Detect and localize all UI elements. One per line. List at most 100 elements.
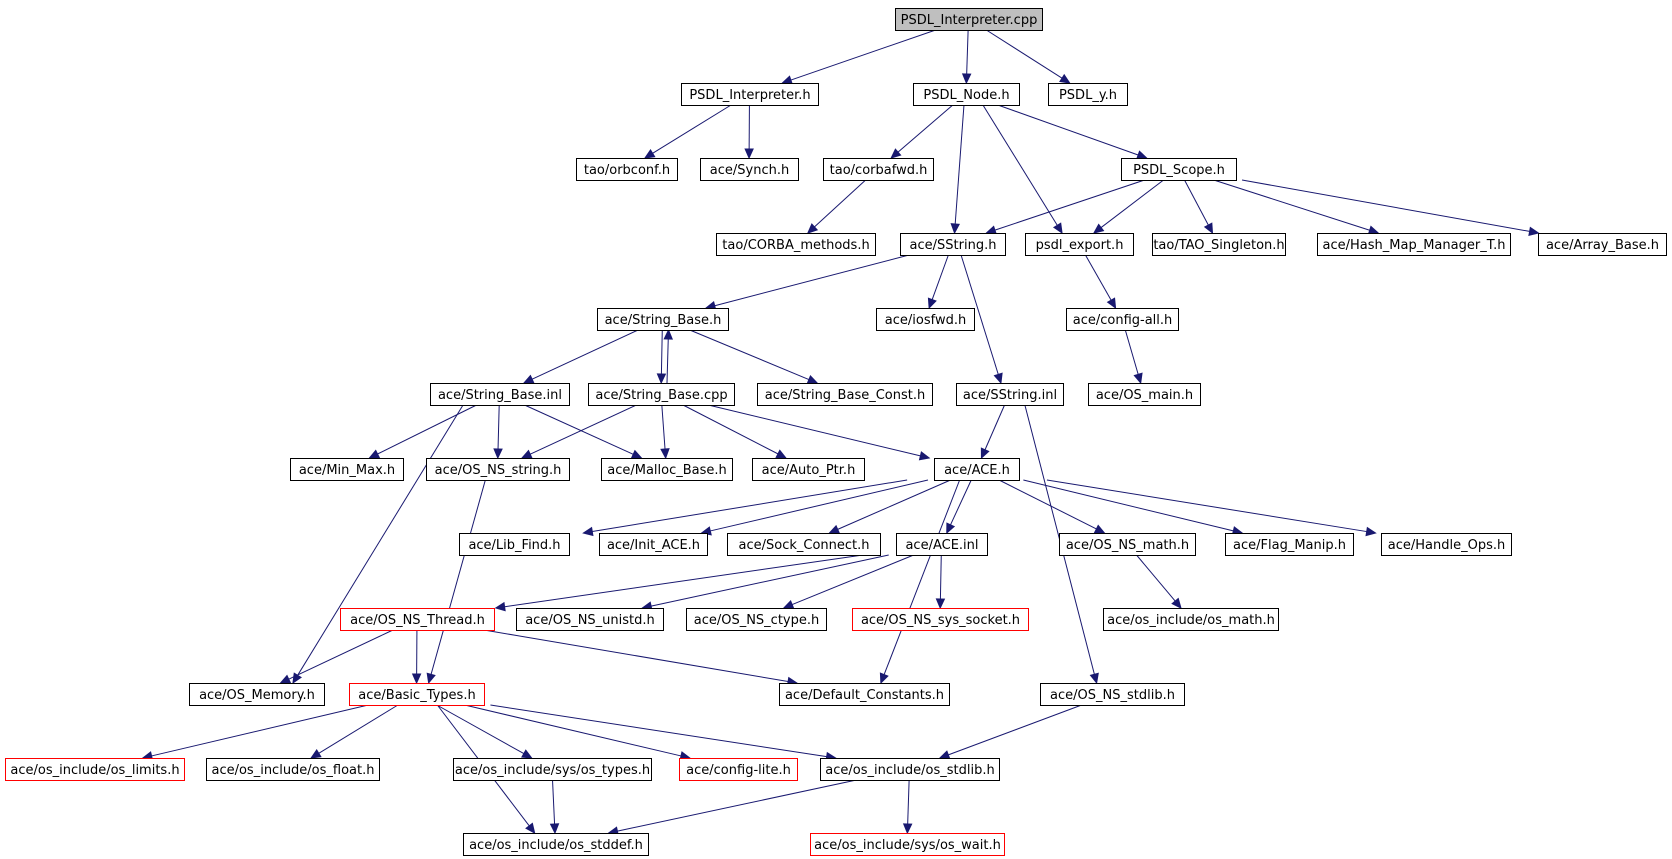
node-ace-os-ns-sys-socket-h[interactable]: ace/OS_NS_sys_socket.h [852, 608, 1029, 631]
node-box[interactable] [716, 233, 876, 256]
node-psdl-interpreter-cpp[interactable]: PSDL_Interpreter.cpp [895, 8, 1043, 31]
node-box[interactable] [1066, 308, 1179, 331]
node-box[interactable] [1538, 233, 1667, 256]
node-ace-os-ns-thread-h[interactable]: ace/OS_NS_Thread.h [340, 608, 495, 631]
node-box[interactable] [290, 458, 404, 481]
node-box[interactable] [810, 833, 1005, 856]
node-ace-string-base-h[interactable]: ace/String_Base.h [597, 308, 729, 331]
node-ace-config-lite-h[interactable]: ace/config-lite.h [679, 758, 798, 781]
node-box[interactable] [779, 683, 950, 706]
node-box[interactable] [757, 383, 933, 406]
node-tao-corba-methods-h[interactable]: tao/CORBA_methods.h [716, 233, 876, 256]
node-box[interactable] [206, 758, 380, 781]
node-box[interactable] [1121, 158, 1237, 181]
node-ace-auto-ptr-h[interactable]: ace/Auto_Ptr.h [752, 458, 865, 481]
node-box[interactable] [1317, 233, 1511, 256]
node-tao-orbconf-h[interactable]: tao/orbconf.h [576, 158, 678, 181]
node-box[interactable] [956, 383, 1064, 406]
node-ace-os-include-sys-os-types-h[interactable]: ace/os_include/sys/os_types.h [453, 758, 652, 781]
node-ace-min-max-h[interactable]: ace/Min_Max.h [290, 458, 404, 481]
node-psdl-node-h[interactable]: PSDL_Node.h [913, 83, 1020, 106]
node-box[interactable] [823, 158, 934, 181]
node-box[interactable] [349, 683, 485, 706]
node-ace-config-all-h[interactable]: ace/config-all.h [1066, 308, 1179, 331]
node-box[interactable] [1048, 83, 1128, 106]
node-ace-hash-map-manager-t-h[interactable]: ace/Hash_Map_Manager_T.h [1317, 233, 1511, 256]
node-box[interactable] [453, 758, 652, 781]
node-box[interactable] [599, 533, 708, 556]
node-ace-os-include-os-stdlib-h[interactable]: ace/os_include/os_stdlib.h [820, 758, 1000, 781]
node-box[interactable] [1225, 533, 1354, 556]
node-box[interactable] [852, 608, 1029, 631]
node-box[interactable] [189, 683, 325, 706]
node-box[interactable] [1088, 383, 1201, 406]
node-ace-os-main-h[interactable]: ace/OS_main.h [1088, 383, 1201, 406]
node-box[interactable] [686, 608, 827, 631]
node-box[interactable] [1040, 683, 1185, 706]
node-box[interactable] [913, 83, 1020, 106]
node-ace-os-include-sys-os-wait-h[interactable]: ace/os_include/sys/os_wait.h [810, 833, 1005, 856]
node-ace-os-ns-ctype-h[interactable]: ace/OS_NS_ctype.h [686, 608, 827, 631]
node-ace-malloc-base-h[interactable]: ace/Malloc_Base.h [601, 458, 733, 481]
node-ace-os-ns-math-h[interactable]: ace/OS_NS_math.h [1059, 533, 1196, 556]
node-ace-os-ns-unistd-h[interactable]: ace/OS_NS_unistd.h [516, 608, 664, 631]
node-psdl-scope-h[interactable]: PSDL_Scope.h [1121, 158, 1237, 181]
node-box[interactable] [900, 233, 1006, 256]
node-psdl-y-h[interactable]: PSDL_y.h [1048, 83, 1128, 106]
node-box[interactable] [876, 308, 975, 331]
node-ace-os-memory-h[interactable]: ace/OS_Memory.h [189, 683, 325, 706]
node-box[interactable] [516, 608, 664, 631]
node-box[interactable] [700, 158, 799, 181]
node-box[interactable] [340, 608, 495, 631]
node-ace-sstring-inl[interactable]: ace/SString.inl [956, 383, 1064, 406]
node-box[interactable] [896, 533, 988, 556]
node-box[interactable] [1103, 608, 1279, 631]
node-box[interactable] [895, 8, 1043, 31]
node-psdl-interpreter-h[interactable]: PSDL_Interpreter.h [681, 83, 819, 106]
node-ace-os-include-os-math-h[interactable]: ace/os_include/os_math.h [1103, 608, 1279, 631]
node-ace-synch-h[interactable]: ace/Synch.h [700, 158, 799, 181]
node-box[interactable] [5, 758, 185, 781]
node-box[interactable] [597, 308, 729, 331]
node-ace-os-include-os-limits-h[interactable]: ace/os_include/os_limits.h [5, 758, 185, 781]
node-psdl-export-h[interactable]: psdl_export.h [1025, 233, 1134, 256]
node-ace-handle-ops-h[interactable]: ace/Handle_Ops.h [1381, 533, 1512, 556]
node-ace-os-ns-string-h[interactable]: ace/OS_NS_string.h [426, 458, 570, 481]
node-ace-default-constants-h[interactable]: ace/Default_Constants.h [779, 683, 950, 706]
node-ace-os-ns-stdlib-h[interactable]: ace/OS_NS_stdlib.h [1040, 683, 1185, 706]
node-ace-sstring-h[interactable]: ace/SString.h [900, 233, 1006, 256]
node-box[interactable] [426, 458, 570, 481]
node-box[interactable] [679, 758, 798, 781]
node-box[interactable] [681, 83, 819, 106]
node-box[interactable] [1381, 533, 1512, 556]
node-ace-init-ace-h[interactable]: ace/Init_ACE.h [599, 533, 708, 556]
node-box[interactable] [727, 533, 881, 556]
node-box[interactable] [1059, 533, 1196, 556]
node-ace-string-base-inl[interactable]: ace/String_Base.inl [430, 383, 570, 406]
node-ace-sock-connect-h[interactable]: ace/Sock_Connect.h [727, 533, 881, 556]
node-box[interactable] [459, 533, 570, 556]
node-tao-corbafwd-h[interactable]: tao/corbafwd.h [823, 158, 934, 181]
node-ace-flag-manip-h[interactable]: ace/Flag_Manip.h [1225, 533, 1354, 556]
node-tao-tao-singleton-h[interactable]: tao/TAO_Singleton.h [1152, 233, 1286, 256]
node-box[interactable] [934, 458, 1020, 481]
node-box[interactable] [820, 758, 1000, 781]
node-box[interactable] [430, 383, 570, 406]
node-ace-string-base-const-h[interactable]: ace/String_Base_Const.h [757, 383, 933, 406]
node-ace-lib-find-h[interactable]: ace/Lib_Find.h [459, 533, 570, 556]
node-box[interactable] [463, 833, 649, 856]
node-box[interactable] [752, 458, 865, 481]
node-ace-string-base-cpp[interactable]: ace/String_Base.cpp [588, 383, 735, 406]
node-box[interactable] [1025, 233, 1134, 256]
node-ace-os-include-os-stddef-h[interactable]: ace/os_include/os_stddef.h [463, 833, 649, 856]
node-ace-basic-types-h[interactable]: ace/Basic_Types.h [349, 683, 485, 706]
node-box[interactable] [601, 458, 733, 481]
node-box[interactable] [1152, 233, 1286, 256]
node-ace-array-base-h[interactable]: ace/Array_Base.h [1538, 233, 1667, 256]
node-ace-ace-h[interactable]: ace/ACE.h [934, 458, 1020, 481]
node-ace-ace-inl[interactable]: ace/ACE.inl [896, 533, 988, 556]
node-ace-iosfwd-h[interactable]: ace/iosfwd.h [876, 308, 975, 331]
node-box[interactable] [576, 158, 678, 181]
node-box[interactable] [588, 383, 735, 406]
node-ace-os-include-os-float-h[interactable]: ace/os_include/os_float.h [206, 758, 380, 781]
